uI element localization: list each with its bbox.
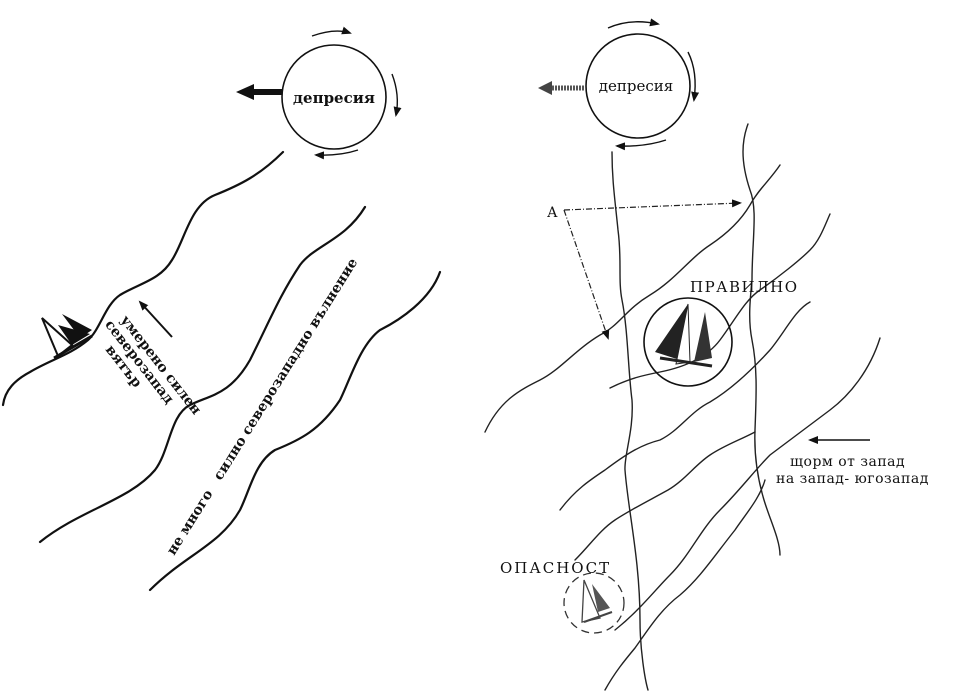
depression-label-left: депресия bbox=[293, 89, 375, 107]
storm-wave-6 bbox=[604, 479, 766, 691]
rotation-arrow-right-left bbox=[391, 73, 402, 117]
right-panel: депресия А ПРАВИЛНО О bbox=[484, 18, 929, 691]
left-panel: депресия умерено силен северозапад вятър bbox=[1, 26, 442, 592]
danger-position-circle bbox=[563, 572, 625, 634]
correct-label: ПРАВИЛНО bbox=[690, 278, 799, 296]
storm-wave-1 bbox=[484, 164, 781, 433]
rotation-arrow-top-left bbox=[311, 26, 352, 37]
rotation-arrow-bottom-left bbox=[314, 149, 359, 160]
storm-wave-2 bbox=[609, 213, 831, 389]
rotation-arrow-bottom-right bbox=[615, 139, 667, 151]
storm-wave-4 bbox=[614, 337, 881, 631]
wind-label-group: умерено силен северозапад вятър bbox=[101, 313, 204, 418]
rotation-arrow-right-right bbox=[687, 51, 700, 102]
depression-label-right: депресия bbox=[599, 77, 673, 95]
depression-movement-arrow-right bbox=[538, 81, 584, 95]
sailboat-icon-left bbox=[41, 314, 93, 360]
danger-label: ОПАСНОСТ bbox=[500, 559, 611, 577]
swell-line-2 bbox=[38, 205, 367, 544]
correct-position-circle bbox=[643, 297, 733, 387]
depression-movement-arrow-left bbox=[236, 84, 282, 100]
sailboat-icon-danger bbox=[581, 579, 613, 623]
storm-wave-5 bbox=[574, 431, 756, 561]
old-swell-line-2 bbox=[742, 123, 781, 556]
bearing-line-south bbox=[563, 209, 610, 340]
sailboat-icon-correct bbox=[655, 303, 713, 368]
depression-circle-right bbox=[585, 33, 691, 139]
old-swell-line-1 bbox=[611, 151, 649, 691]
bearing-line-east bbox=[563, 199, 742, 211]
storm-label-line2: на запад- югозапад bbox=[776, 471, 929, 487]
rotation-arrow-top-right bbox=[607, 18, 660, 29]
swell-line-1 bbox=[1, 150, 285, 407]
swell-line-3 bbox=[148, 270, 442, 592]
storm-wave-3 bbox=[559, 301, 811, 511]
wind-arrow-left bbox=[138, 300, 173, 338]
depression-circle-left bbox=[281, 44, 387, 150]
point-a-label: А bbox=[547, 205, 558, 221]
storm-label-line1: щорм от запад bbox=[790, 454, 905, 470]
